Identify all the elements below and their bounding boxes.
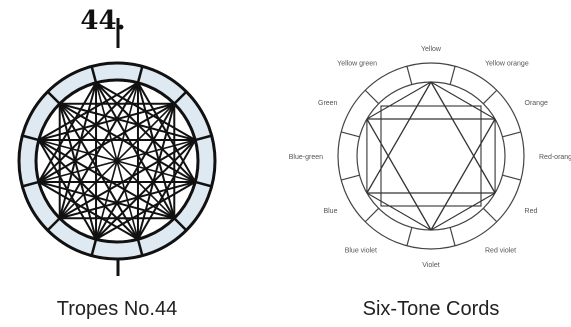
hexagon-edge — [367, 193, 431, 230]
wheel-divider — [450, 66, 455, 84]
wheel-divider — [407, 227, 412, 245]
wheel-divider — [341, 132, 359, 137]
wheel-label: Blue-green — [289, 154, 323, 161]
hexagon-edge — [431, 82, 495, 119]
left-caption: Tropes No.44 — [57, 298, 177, 320]
hexagram-chords — [367, 82, 495, 230]
wheel-label: Blue — [323, 208, 337, 215]
wheel-divider — [502, 132, 520, 137]
hexagram-chord — [367, 119, 431, 230]
wheel-label: Yellow — [421, 46, 442, 53]
wheel-divider — [450, 227, 455, 245]
wheel-divider — [341, 175, 359, 180]
wheel-divider — [407, 66, 412, 84]
inner-square — [381, 106, 481, 206]
hexagram-chord — [431, 119, 495, 230]
color-wheel-inner — [357, 82, 505, 230]
wheel-dividers — [341, 66, 521, 246]
wheel-divider — [365, 90, 378, 103]
wheel-label: Orange — [525, 100, 548, 107]
hexagon-edge — [431, 193, 495, 230]
hexagram-chord — [431, 82, 495, 193]
wheel-divider — [483, 208, 496, 221]
wheel-label: Violet — [422, 262, 439, 269]
wheel-label: Red — [525, 208, 538, 215]
right-caption: Six-Tone Cords — [363, 298, 500, 320]
hexagram-chord — [367, 82, 431, 193]
wheel-label: Blue violet — [345, 248, 377, 255]
tropes-diagram: 44. — [19, 6, 215, 276]
hexagon-edge — [367, 82, 431, 119]
wheel-label: Yellow green — [337, 60, 377, 67]
wheel-label: Red violet — [485, 248, 516, 255]
wheel-divider — [502, 175, 520, 180]
wheel-label: Green — [318, 100, 338, 107]
wheel-label: Red-orange — [539, 154, 571, 161]
wheel-divider — [365, 208, 378, 221]
wheel-label: Yellow orange — [485, 60, 529, 67]
wheel-divider — [483, 90, 496, 103]
